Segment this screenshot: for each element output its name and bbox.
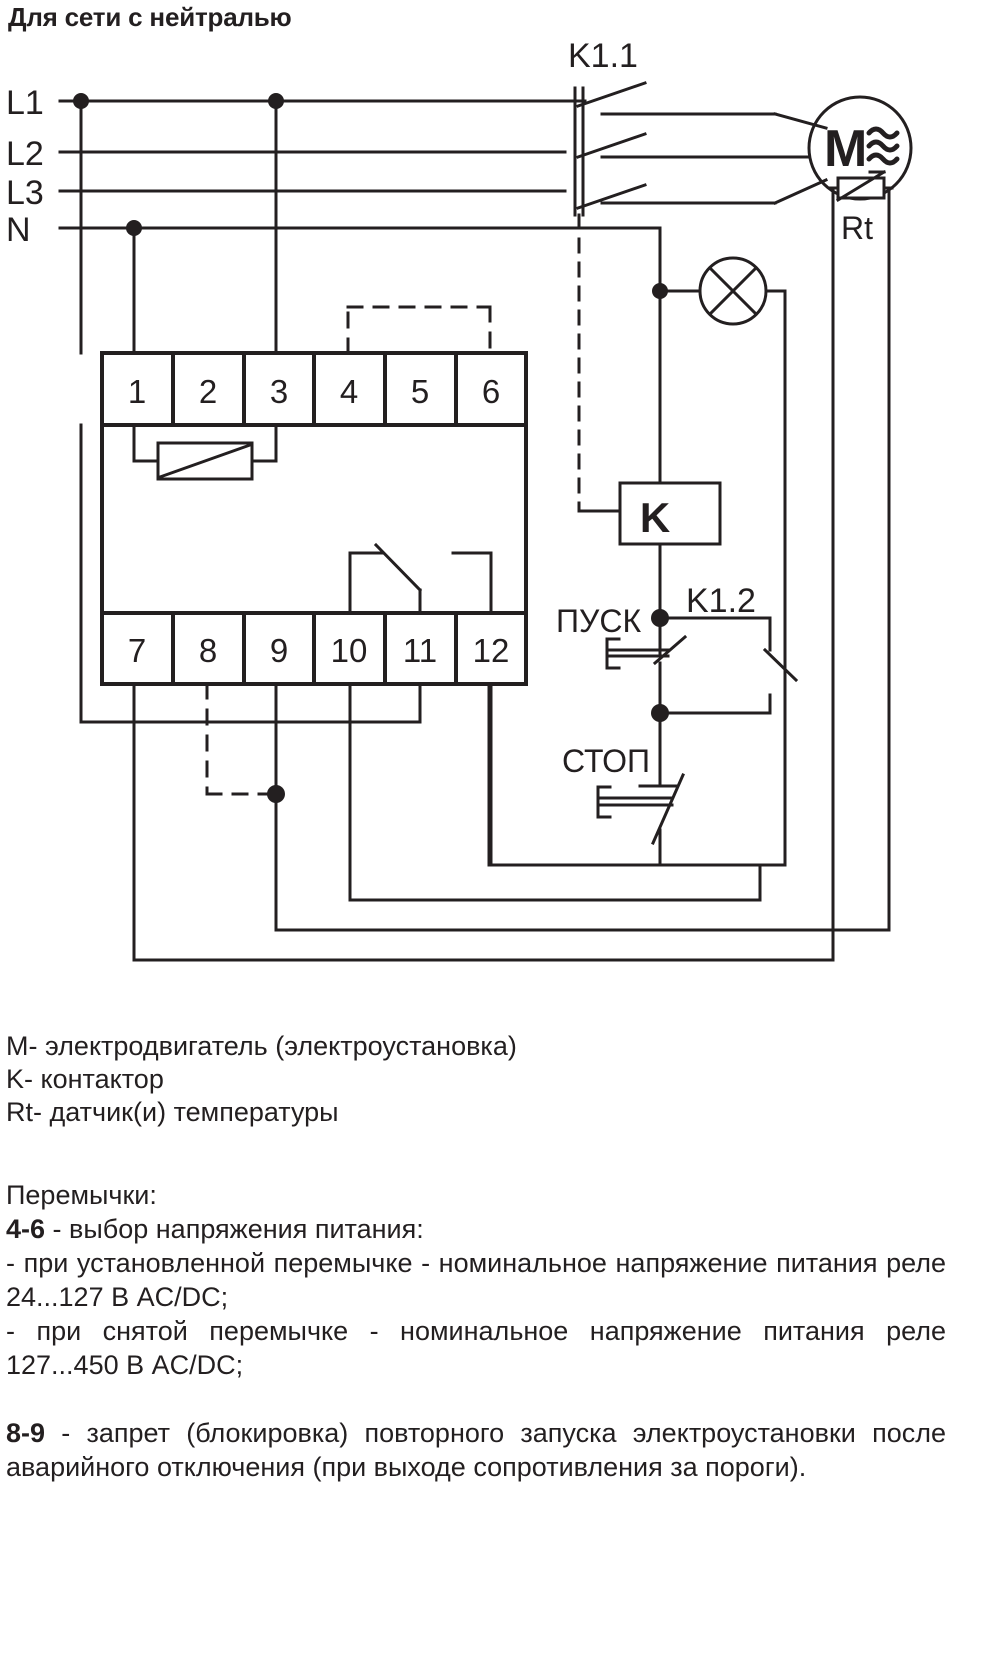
stop-button-label[interactable]: СТОП [562, 743, 650, 779]
terminal-label-5: 5 [411, 373, 429, 410]
jumper-4-6-title: 4-6 - выбор напряжения питания: [6, 1212, 946, 1246]
k11-contact-l3-blade [576, 183, 647, 210]
k12-blade [762, 647, 799, 683]
jumper-4-6-bullet-1: - при установленной перемычке - номиналь… [6, 1248, 946, 1312]
terminal-label-10: 10 [331, 632, 368, 669]
ac-wave-icon [866, 126, 900, 166]
k11-contact-l1-blade [576, 81, 647, 108]
supply-label-l2: L2 [6, 135, 44, 173]
jumpers-heading: Перемычки: [6, 1180, 157, 1210]
contactor-aux-label: K1.2 [686, 582, 756, 620]
jumper-4-6-code: 4-6 [6, 1214, 46, 1244]
terminal-label-9: 9 [270, 632, 288, 669]
pusk-blade [652, 634, 688, 666]
legend-line-contactor: K- контактор [6, 1064, 164, 1094]
junction-dot-n [126, 220, 142, 236]
jumpers-spacer [6, 1382, 946, 1416]
contactor-coil-box [618, 481, 722, 546]
terminal-label-8: 8 [199, 632, 217, 669]
power-supply-slash [158, 443, 252, 479]
k11-contact-l2-blade [576, 132, 647, 159]
wiring-schematic: L1 L2 L3 N K1.1 K1.2 M Rt K ПУСК СТОП 1 … [6, 37, 913, 962]
jumper-4-6-title-text: - выбор напряжения питания: [45, 1214, 424, 1244]
terminal-label-12: 12 [473, 632, 510, 669]
terminal-label-3: 3 [270, 373, 288, 410]
terminal-label-11: 11 [403, 632, 437, 669]
motor-lead-bottom [773, 178, 828, 205]
motor-label: M [824, 120, 867, 178]
out-contact-blade [373, 542, 423, 593]
jumper-8-9-text: 8-9 - запрет (блокировка) повторного зап… [6, 1416, 946, 1484]
junction-dot-l1-b [268, 93, 284, 109]
legend-line-motor: M- электродвигатель (электроустановка) [6, 1031, 517, 1061]
legend-line-sensor: Rt- датчик(и) температуры [6, 1097, 339, 1127]
contactor-main-label: K1.1 [568, 37, 638, 75]
jumper-8-9-body: - запрет (блокировка) повторного запуска… [6, 1418, 946, 1482]
terminal-label-7: 7 [128, 632, 146, 669]
page-title: Для сети с нейтралью [8, 2, 292, 32]
terminal-label-6: 6 [482, 373, 500, 410]
stop-blade [651, 773, 685, 845]
sensor-label: Rt [841, 210, 873, 246]
lamp-cross-b [707, 265, 759, 317]
supply-label-l1: L1 [6, 84, 44, 122]
supply-label-l3: L3 [6, 174, 44, 212]
rt-sensor-slash [835, 169, 887, 203]
start-button-label[interactable]: ПУСК [556, 603, 641, 639]
terminal-label-4: 4 [340, 373, 358, 410]
coil-label: K [640, 494, 670, 541]
junction-dot-l1-a [73, 93, 89, 109]
jumpers-block: Перемычки: 4-6 - выбор напряжения питани… [6, 1178, 946, 1484]
terminal-label-1: 1 [128, 373, 146, 410]
jumper-4-6-bullet-2: - при снятой перемычке - номинальное нап… [6, 1316, 946, 1380]
motor-lead-top [773, 112, 828, 130]
legend-block: M- электродвигатель (электроустановка) K… [6, 1030, 946, 1129]
supply-label-n: N [6, 211, 31, 249]
jumper-8-9-code: 8-9 [6, 1418, 46, 1448]
terminal-label-2: 2 [199, 373, 217, 410]
